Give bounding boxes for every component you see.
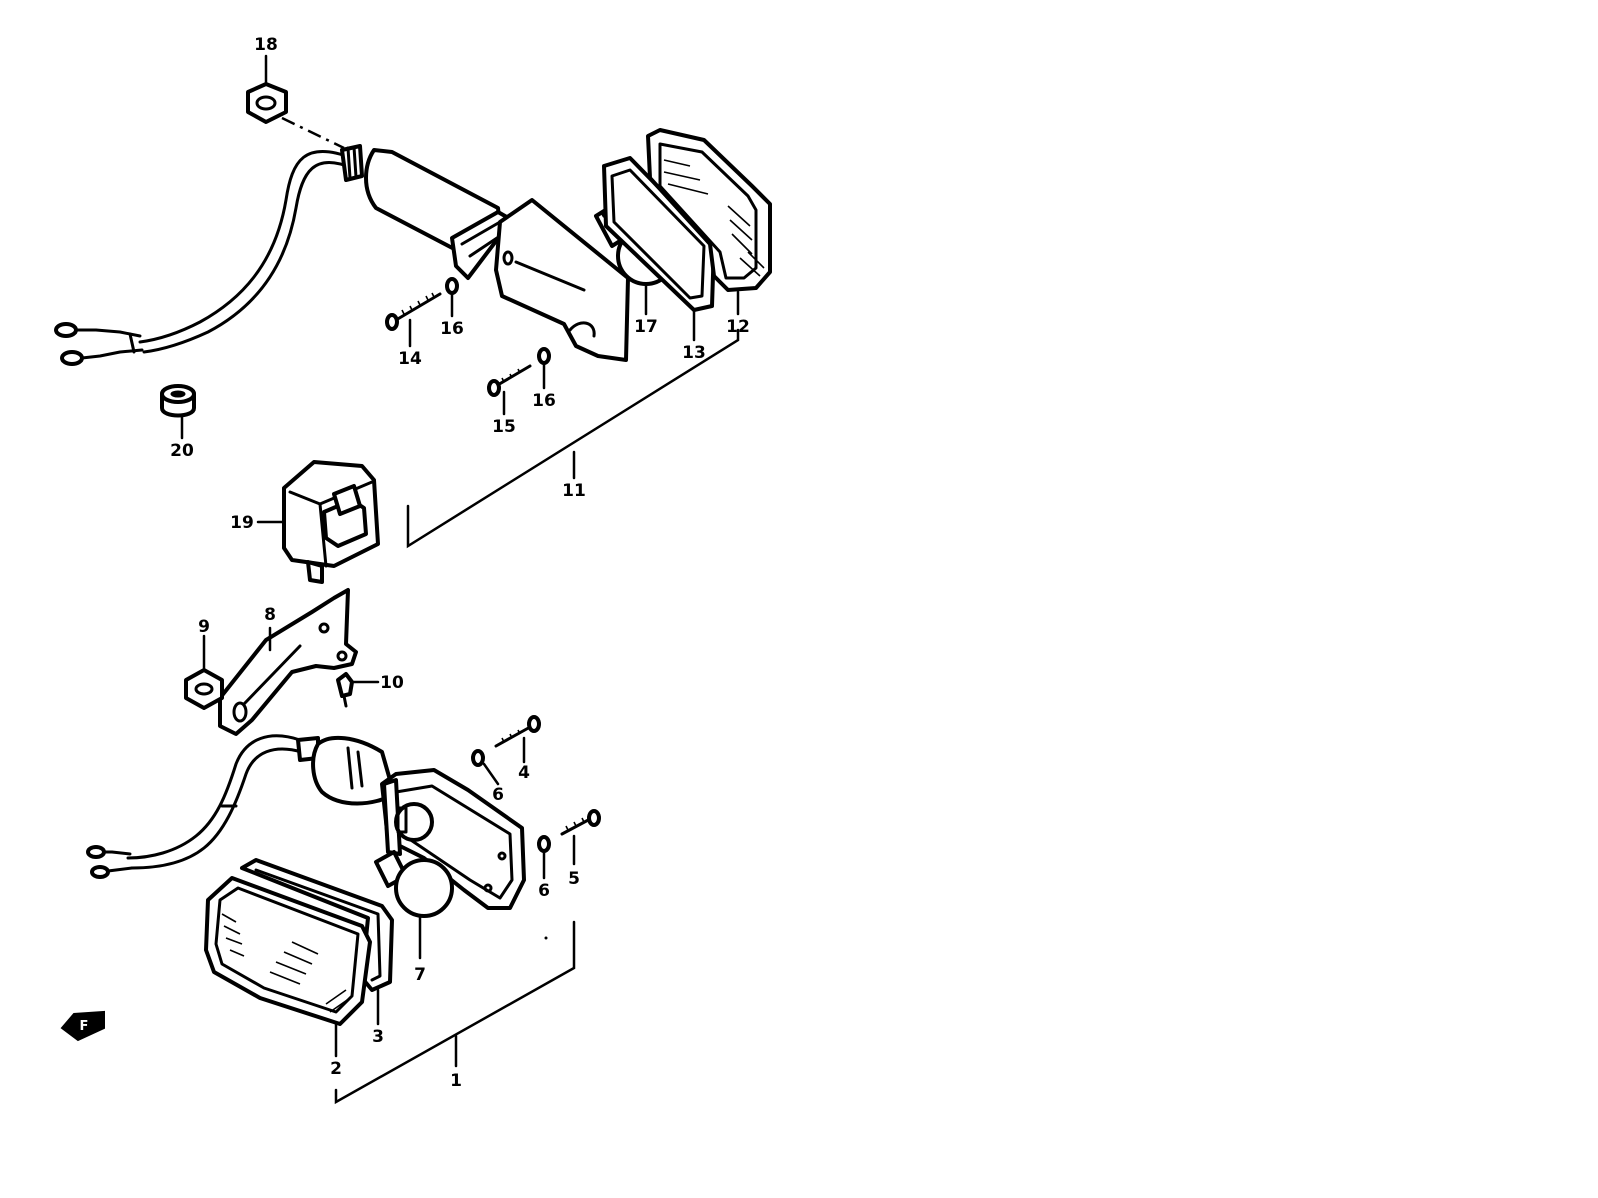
callout-2: 2 bbox=[330, 1059, 342, 1079]
part-15-screw bbox=[487, 364, 532, 397]
callout-6b: 6 bbox=[538, 881, 550, 901]
part-4-screw bbox=[494, 715, 541, 748]
callout-7: 7 bbox=[414, 965, 426, 985]
callout-16b: 16 bbox=[532, 391, 556, 411]
part-6-washer-b bbox=[537, 835, 551, 853]
front-arrow-label: F bbox=[80, 1019, 89, 1034]
callout-18: 18 bbox=[254, 35, 278, 55]
callout-16a: 16 bbox=[440, 319, 464, 339]
callout-10: 10 bbox=[380, 673, 404, 693]
speck bbox=[544, 936, 548, 940]
part-12-lens bbox=[646, 128, 772, 292]
upper-wire-harness bbox=[54, 149, 354, 366]
part-9-nut bbox=[184, 668, 224, 710]
part-20-grommet bbox=[160, 384, 196, 418]
part-2-lens bbox=[204, 876, 372, 1026]
callout-5: 5 bbox=[568, 869, 580, 889]
bracket-11 bbox=[406, 328, 740, 549]
part-5-screw bbox=[560, 809, 601, 836]
part-18-nut bbox=[246, 82, 345, 150]
part-14-screw bbox=[385, 292, 442, 331]
part-11-turn-signal-body bbox=[340, 144, 630, 362]
part-16-washer-b bbox=[537, 347, 551, 365]
front-arrow-icon: F bbox=[60, 1010, 105, 1042]
bracket-1 bbox=[334, 920, 576, 1105]
leader-6a bbox=[482, 762, 500, 786]
callout-8: 8 bbox=[264, 605, 276, 625]
callout-11: 11 bbox=[562, 481, 586, 501]
callout-13: 13 bbox=[682, 343, 706, 363]
callout-14: 14 bbox=[398, 349, 422, 369]
part-16-washer-a bbox=[445, 277, 459, 295]
part-19-relay bbox=[282, 460, 380, 584]
part-7-bulb bbox=[374, 850, 454, 918]
callout-9: 9 bbox=[198, 617, 210, 637]
callout-20: 20 bbox=[170, 441, 194, 461]
callout-12: 12 bbox=[726, 317, 750, 337]
callout-1: 1 bbox=[450, 1071, 462, 1091]
callout-19: 19 bbox=[230, 513, 254, 533]
callout-3: 3 bbox=[372, 1027, 384, 1047]
part-6-washer-a bbox=[471, 749, 485, 767]
callout-4: 4 bbox=[518, 763, 530, 783]
part-13-gasket bbox=[602, 156, 716, 312]
part-10-screw bbox=[336, 672, 354, 708]
lower-wire-harness bbox=[86, 734, 304, 879]
part-1-turn-signal-body bbox=[296, 735, 526, 910]
callout-6a: 6 bbox=[492, 785, 504, 805]
callout-15: 15 bbox=[492, 417, 516, 437]
part-8-bracket bbox=[218, 588, 358, 736]
callout-17: 17 bbox=[634, 317, 658, 337]
